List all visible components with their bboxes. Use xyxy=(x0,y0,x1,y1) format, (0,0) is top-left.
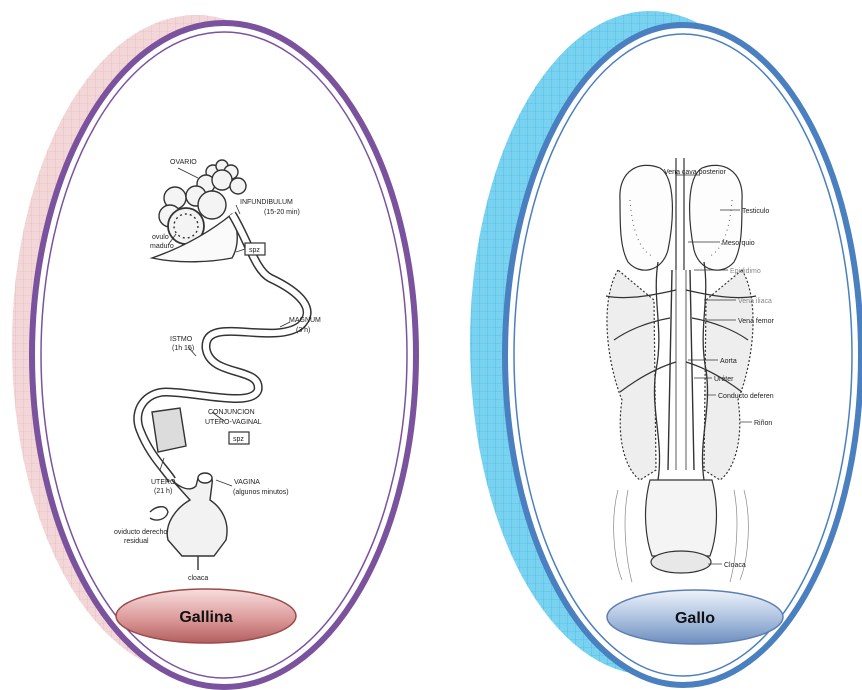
label-infundibulum-time: (15-20 min) xyxy=(264,209,300,216)
label-cloaca-rooster: Cloaca xyxy=(724,562,746,569)
rooster-caption-badge: Gallo xyxy=(607,590,783,644)
hen-caption: Gallina xyxy=(179,609,232,626)
label-magnum: MAGNUM xyxy=(289,317,321,324)
label-vena-iliaca: Vena iliaca xyxy=(738,298,772,305)
label-ureter: Uréter xyxy=(714,376,734,383)
hen-caption-badge: Gallina xyxy=(116,589,296,643)
label-epididimo: Epididimo xyxy=(730,268,761,275)
label-vena-cava: Vena cava posterior xyxy=(664,169,727,176)
label-ovario: OVARIO xyxy=(170,159,197,166)
label-maduro: maduro xyxy=(150,243,174,250)
label-rinon: Riñon xyxy=(754,420,772,427)
label-infundibulum: INFUNDIBULUM xyxy=(240,199,293,206)
label-istmo: ISTMO xyxy=(170,336,193,343)
label-istmo-time: (1h 15) xyxy=(172,345,194,352)
label-cloaca-hen: cloaca xyxy=(188,575,208,582)
label-vena-femoral: Vena femor xyxy=(738,318,774,325)
label-utero: UTERO xyxy=(151,479,176,486)
label-conducto-deferente: Conducto deferen xyxy=(718,393,774,400)
label-utero-vaginal: UTERO-VAGINAL xyxy=(205,419,262,426)
label-oviducto-1: oviducto derecho xyxy=(114,529,167,536)
label-vagina-time: (algunos minutos) xyxy=(233,489,289,496)
rooster-frame-ellipse xyxy=(505,25,861,685)
label-oviducto-2: residual xyxy=(124,538,149,545)
label-conjuncion: CONJUNCION xyxy=(208,409,255,416)
label-aorta: Aorta xyxy=(720,358,737,365)
label-testiculo: Testiculo xyxy=(742,208,769,215)
label-spz-top: spz xyxy=(249,247,260,254)
rooster-panel: Vena cava posterior Testiculo Mesorquio … xyxy=(470,11,861,685)
label-utero-time: (21 h) xyxy=(154,488,172,495)
label-ovulo: ovulo xyxy=(152,234,169,241)
rooster-caption: Gallo xyxy=(675,610,715,627)
label-vagina: VAGINA xyxy=(234,479,260,486)
label-spz-bottom: spz xyxy=(233,436,244,443)
label-magnum-time: (3 h) xyxy=(296,327,310,334)
hen-frame-ellipse xyxy=(32,23,416,687)
label-mesorquio: Mesorquio xyxy=(722,240,755,247)
hen-panel: OVARIO ovulo maduro INFUNDIBULUM (15-20 … xyxy=(12,15,416,687)
